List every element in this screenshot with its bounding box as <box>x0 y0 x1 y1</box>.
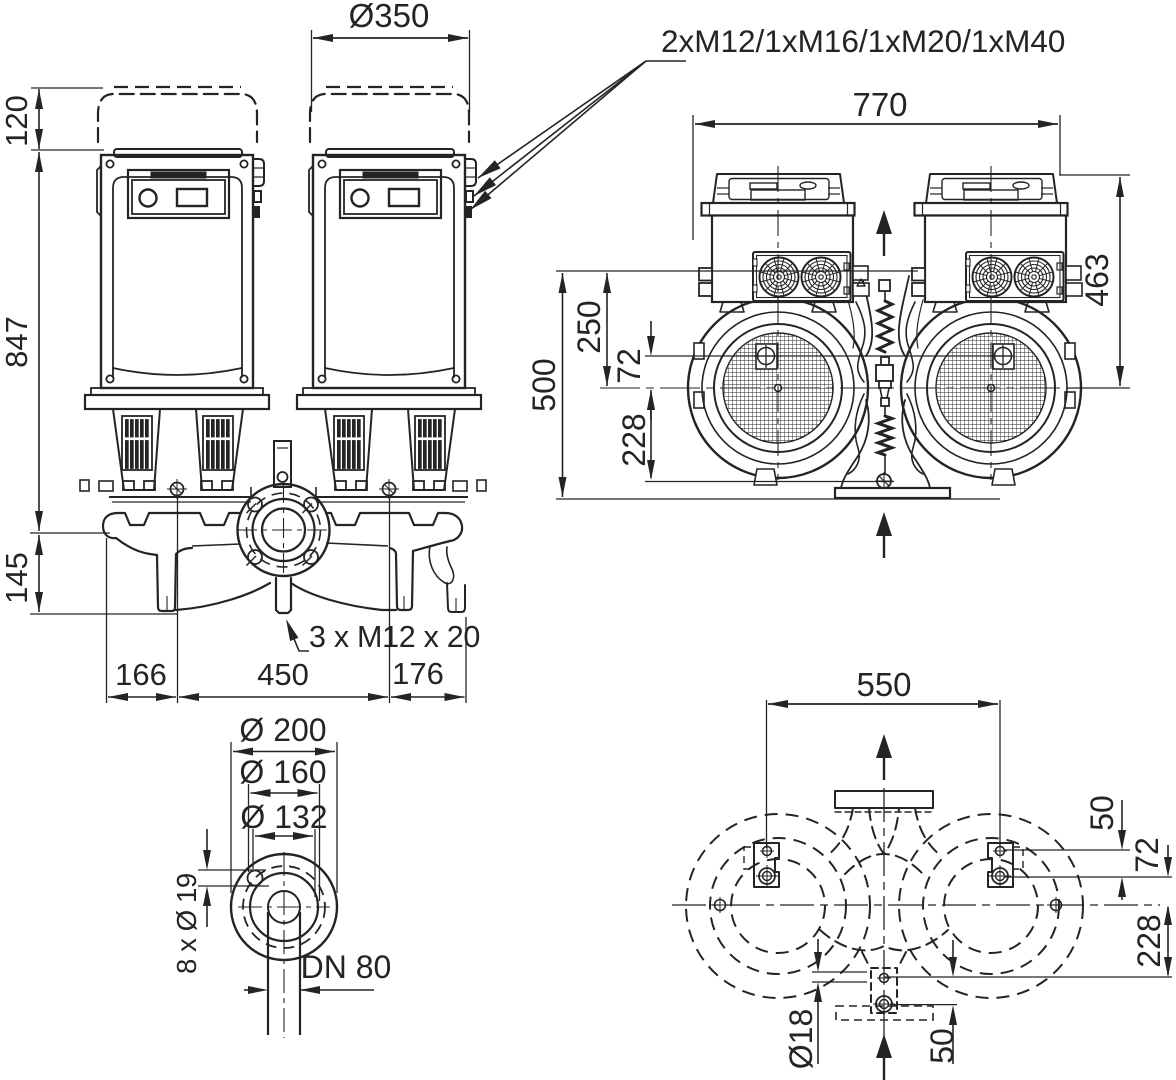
svg-text:Ø 132: Ø 132 <box>240 799 327 835</box>
svg-text:145: 145 <box>0 552 34 604</box>
svg-text:228: 228 <box>1131 914 1167 967</box>
svg-text:Ø350: Ø350 <box>349 0 430 34</box>
svg-text:847: 847 <box>0 316 34 368</box>
svg-text:120: 120 <box>0 95 34 147</box>
svg-text:Ø18: Ø18 <box>783 1009 819 1069</box>
svg-text:2xM12/1xM16/1xM20/1xM40: 2xM12/1xM16/1xM20/1xM40 <box>661 23 1065 59</box>
svg-text:72: 72 <box>1129 837 1165 873</box>
svg-text:Ø 200: Ø 200 <box>239 712 326 748</box>
svg-text:DN 80: DN 80 <box>301 949 392 985</box>
svg-text:463: 463 <box>1079 253 1115 306</box>
svg-text:3 x M12 x 20: 3 x M12 x 20 <box>309 620 480 654</box>
svg-text:8 x Ø 19: 8 x Ø 19 <box>171 873 202 974</box>
svg-text:250: 250 <box>571 300 607 353</box>
svg-text:228: 228 <box>616 413 652 466</box>
svg-text:550: 550 <box>856 666 911 703</box>
svg-text:Ø 160: Ø 160 <box>239 754 326 790</box>
svg-text:50: 50 <box>1084 795 1120 831</box>
svg-text:72: 72 <box>611 348 647 384</box>
svg-text:450: 450 <box>257 657 309 692</box>
svg-text:500: 500 <box>526 358 562 411</box>
svg-text:166: 166 <box>115 657 167 692</box>
svg-text:770: 770 <box>852 86 907 123</box>
svg-text:50: 50 <box>924 1028 960 1064</box>
svg-text:176: 176 <box>392 656 444 691</box>
